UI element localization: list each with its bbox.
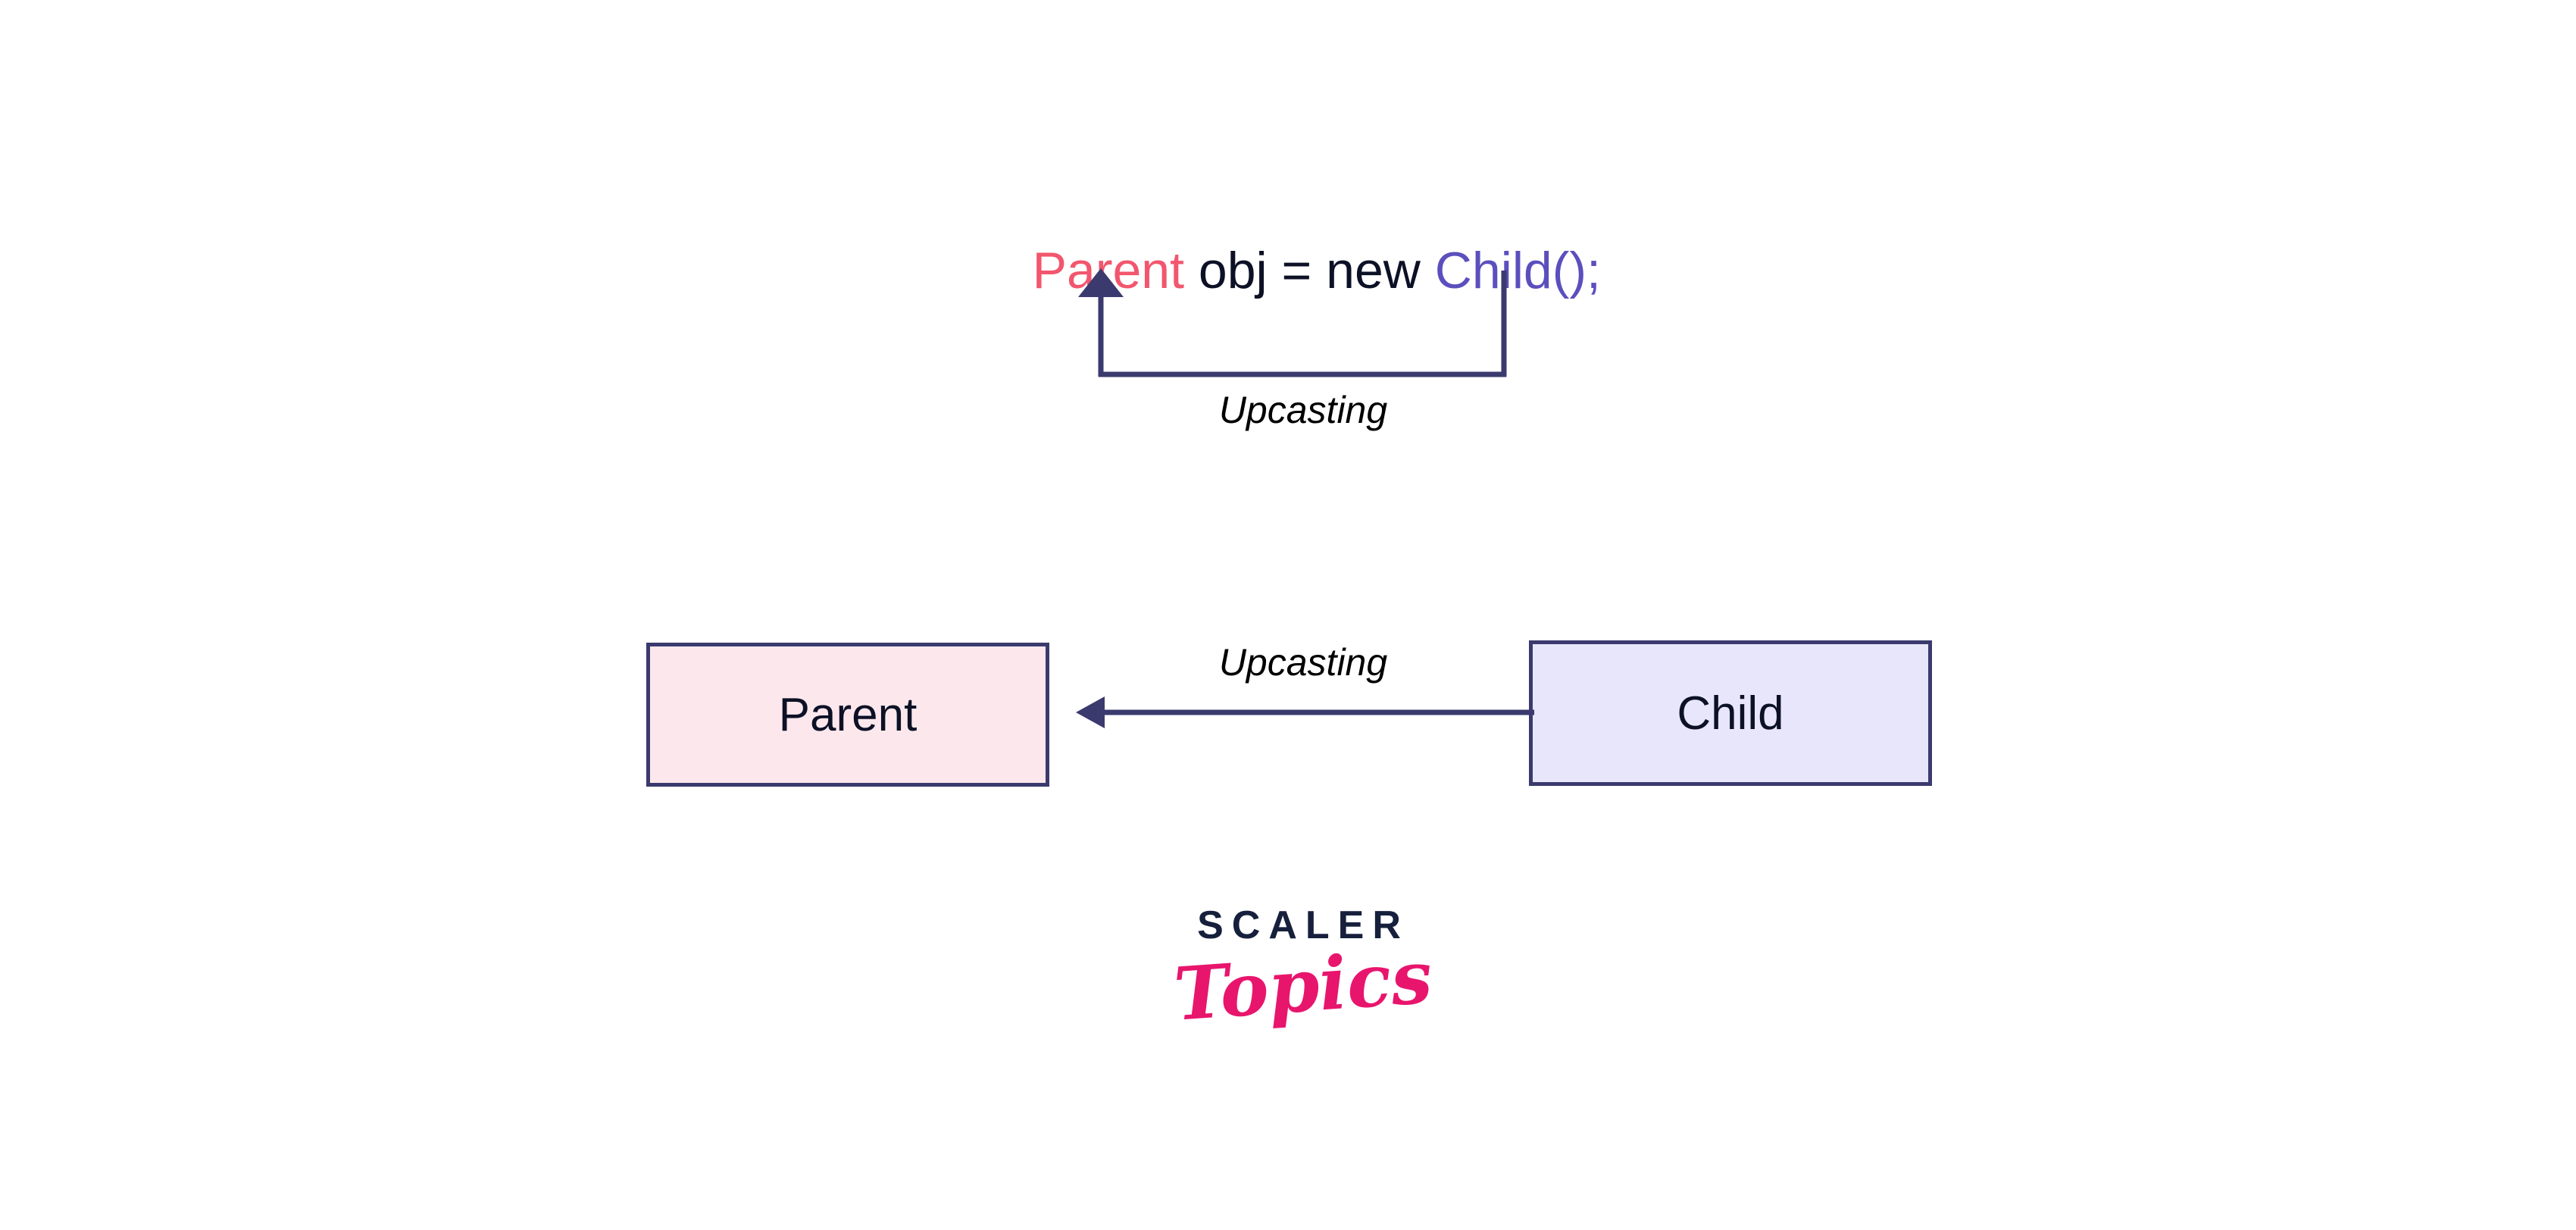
code-token-child-type: Child(); [1434,241,1601,299]
child-class-box[interactable]: Child [1529,640,1932,786]
upcasting-caption-upper: Upcasting [1218,389,1388,431]
upcasting-caption-relation: Upcasting [1218,641,1388,684]
scaler-topics-logo: SCALER Topics [1068,903,1538,1038]
code-token-plain: obj = new [1184,241,1435,299]
logo-wordmark-scaler: SCALER [1197,903,1409,947]
upcasting-bracket-arrow-icon [1078,268,1507,377]
parent-class-box[interactable]: Parent [646,643,1049,787]
parent-class-label: Parent [778,688,918,741]
child-class-label: Child [1677,687,1784,740]
logo-script-topics: Topics [1171,934,1435,1038]
upcasting-left-arrow-icon [1076,696,1534,728]
code-statement: Parent obj = new Child(); [0,186,2576,355]
